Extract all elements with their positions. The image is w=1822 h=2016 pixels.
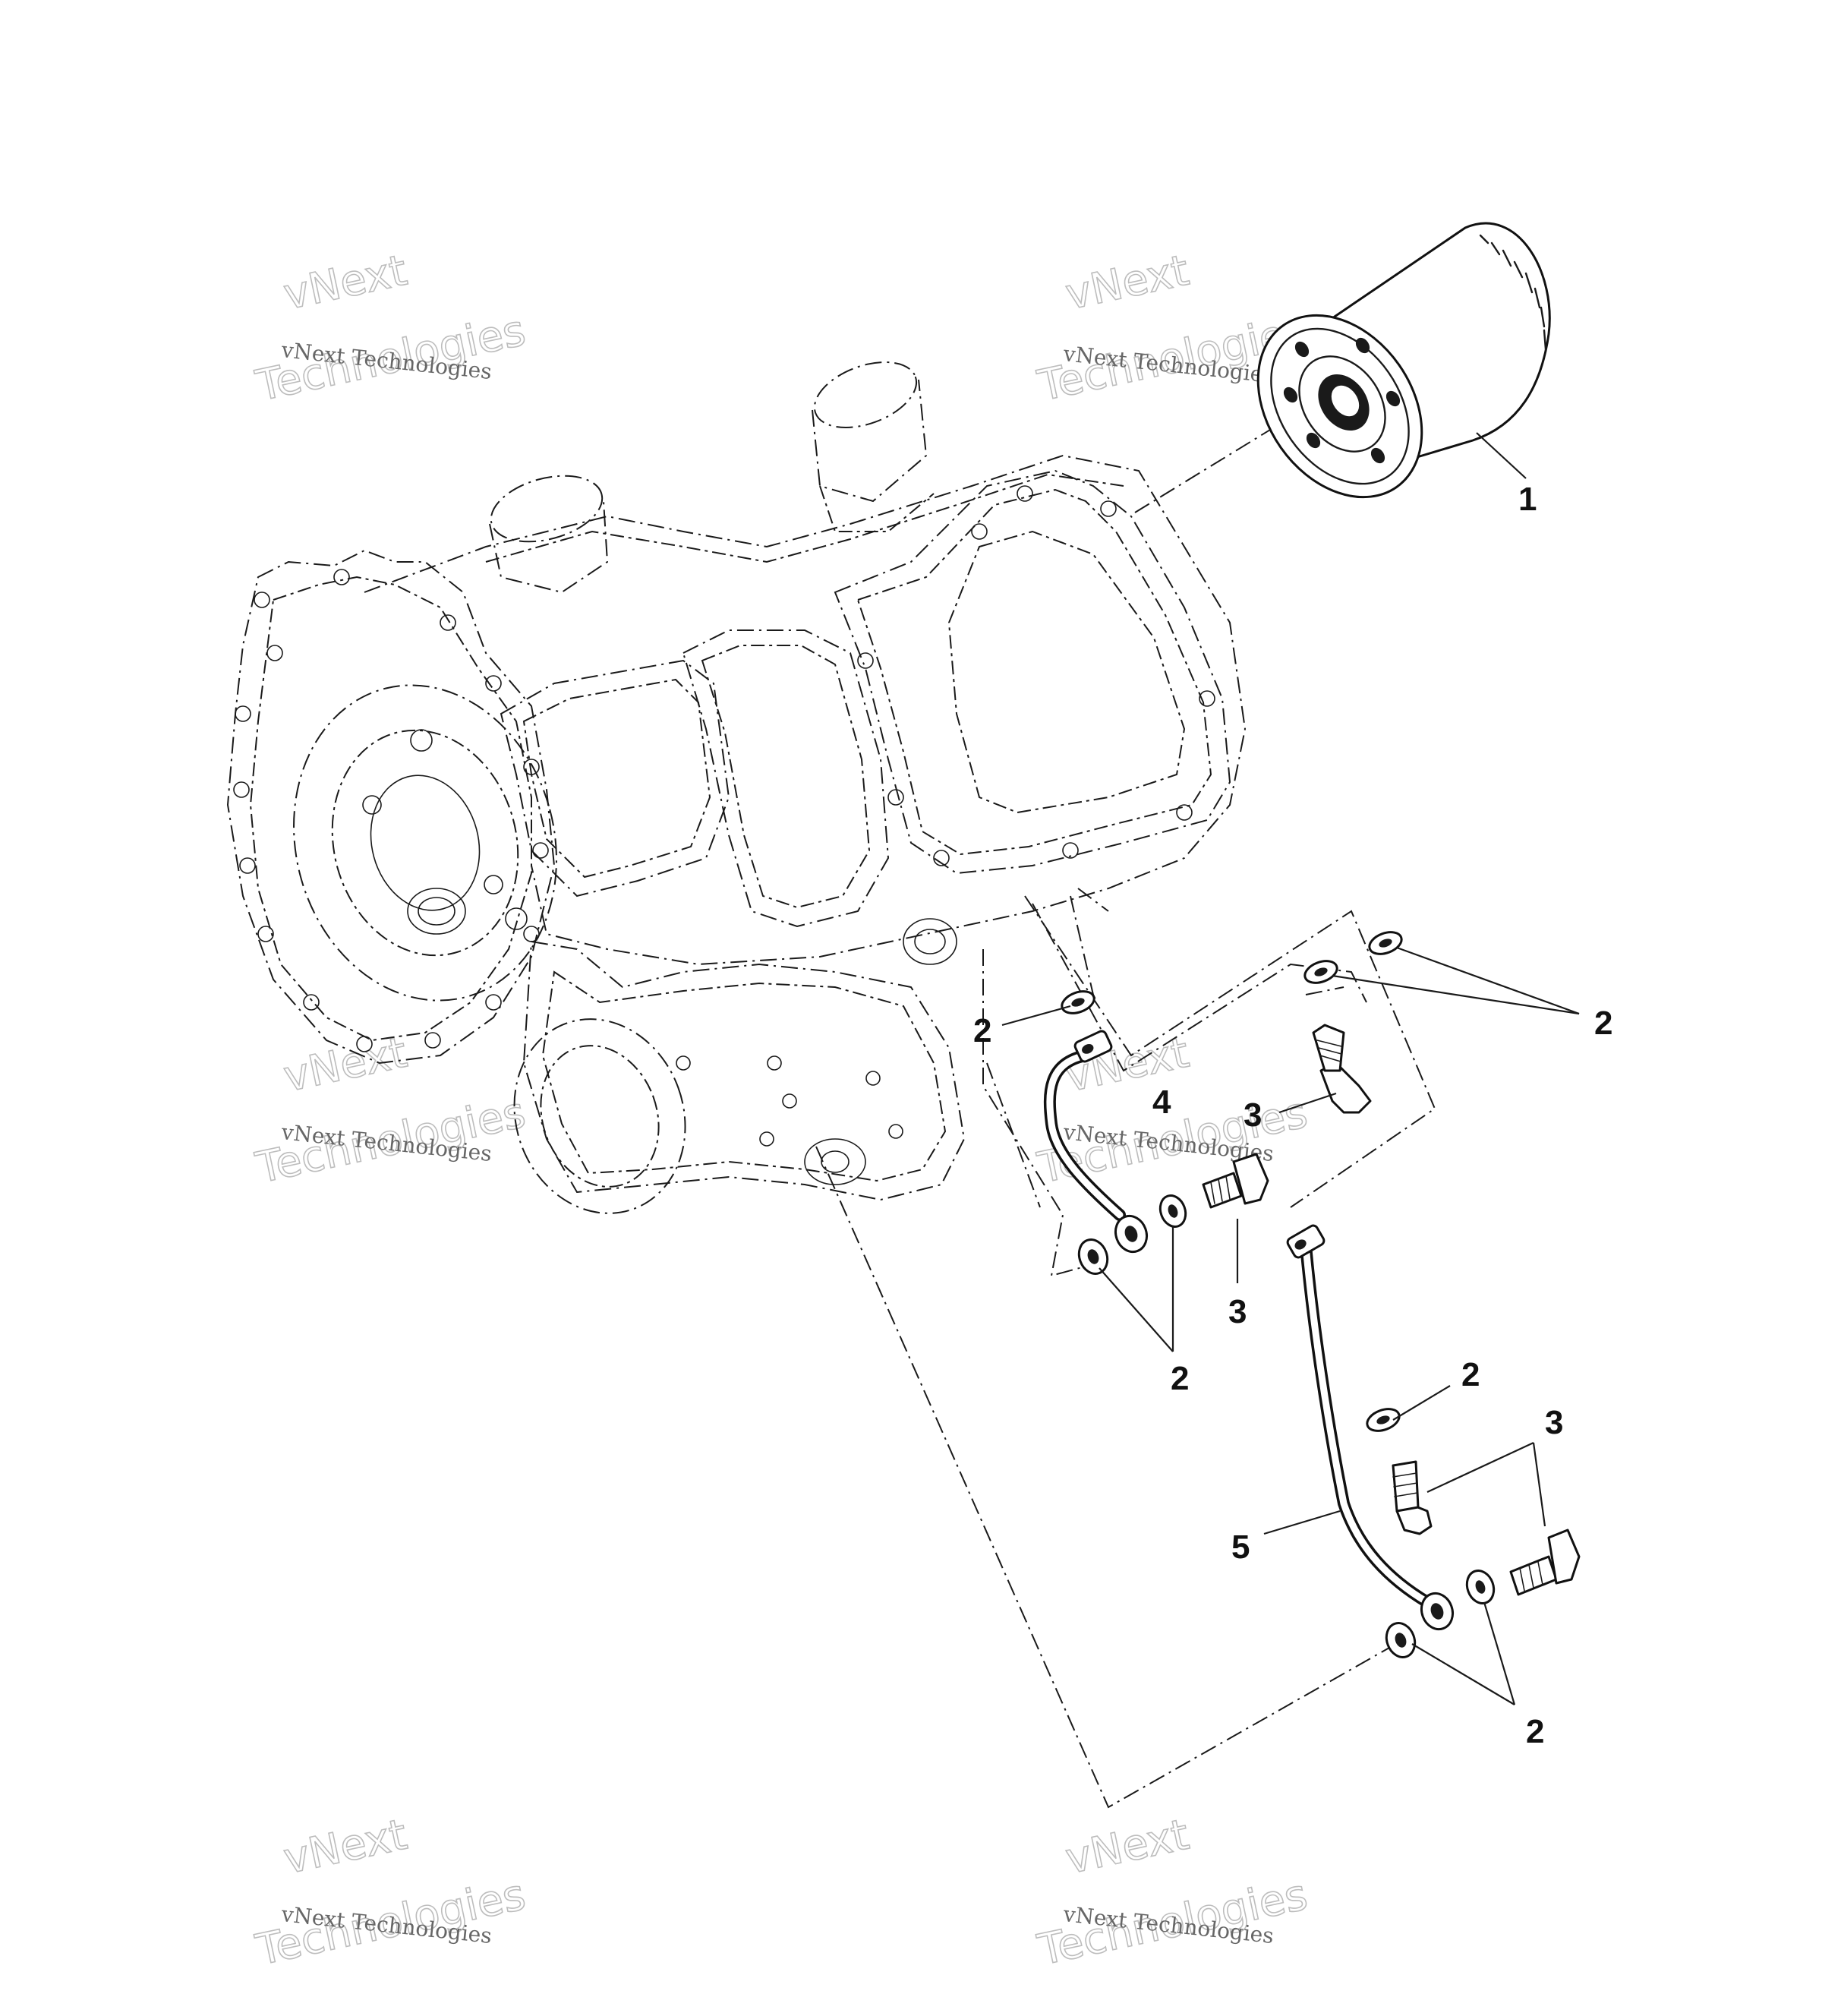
washer [1303, 960, 1338, 984]
watermark-big-top: vNext [1061, 1810, 1193, 1885]
watermarks: vNext Technologies vNext Technologies vN… [251, 245, 1312, 1976]
watermark-big-top: vNext [279, 1028, 411, 1103]
washer [1385, 1622, 1417, 1658]
engine-crankcase-phantom [226, 361, 1247, 1214]
line-4-bottom-eye [1114, 1214, 1149, 1254]
callout-3-upper: 3 [1244, 1096, 1262, 1134]
washer [1366, 1408, 1401, 1432]
washer [1368, 931, 1403, 955]
callout-3-lower: 3 [1545, 1404, 1563, 1441]
callouts: 1 2 2 3 4 3 2 2 3 5 2 [973, 481, 1612, 1750]
callout-5: 5 [1231, 1529, 1250, 1566]
banjo-bolt [1202, 1153, 1269, 1209]
washer [1061, 990, 1095, 1014]
banjo-bolt [1509, 1529, 1581, 1596]
line-5-bottom-eye [1420, 1592, 1455, 1631]
watermark-big-top: vNext [279, 1810, 411, 1885]
washer [1465, 1570, 1496, 1604]
oil-filter [1256, 222, 1551, 499]
leader-lines [1001, 432, 1580, 1705]
washer [1158, 1194, 1187, 1228]
oil-line-4 [1043, 1030, 1149, 1254]
watermark-big-top: vNext [1061, 246, 1193, 320]
callout-1: 1 [1518, 481, 1537, 518]
callout-2-left: 2 [973, 1012, 991, 1049]
watermark-big-top: vNext [279, 246, 411, 320]
banjo-bolt [1312, 1024, 1372, 1114]
line-4-top-fitting [1073, 1030, 1113, 1063]
callout-2-right: 2 [1594, 1005, 1612, 1042]
line-5-top-fitting [1286, 1224, 1326, 1259]
callout-3-middle: 3 [1228, 1293, 1247, 1330]
callout-4: 4 [1152, 1084, 1171, 1121]
washer [1077, 1238, 1109, 1275]
callout-2-bottom: 2 [1526, 1713, 1544, 1750]
callout-2-middle: 2 [1171, 1360, 1189, 1397]
banjo-bolt [1392, 1460, 1433, 1535]
callout-2-line5: 2 [1461, 1356, 1480, 1393]
oil-line-5 [1286, 1224, 1455, 1631]
